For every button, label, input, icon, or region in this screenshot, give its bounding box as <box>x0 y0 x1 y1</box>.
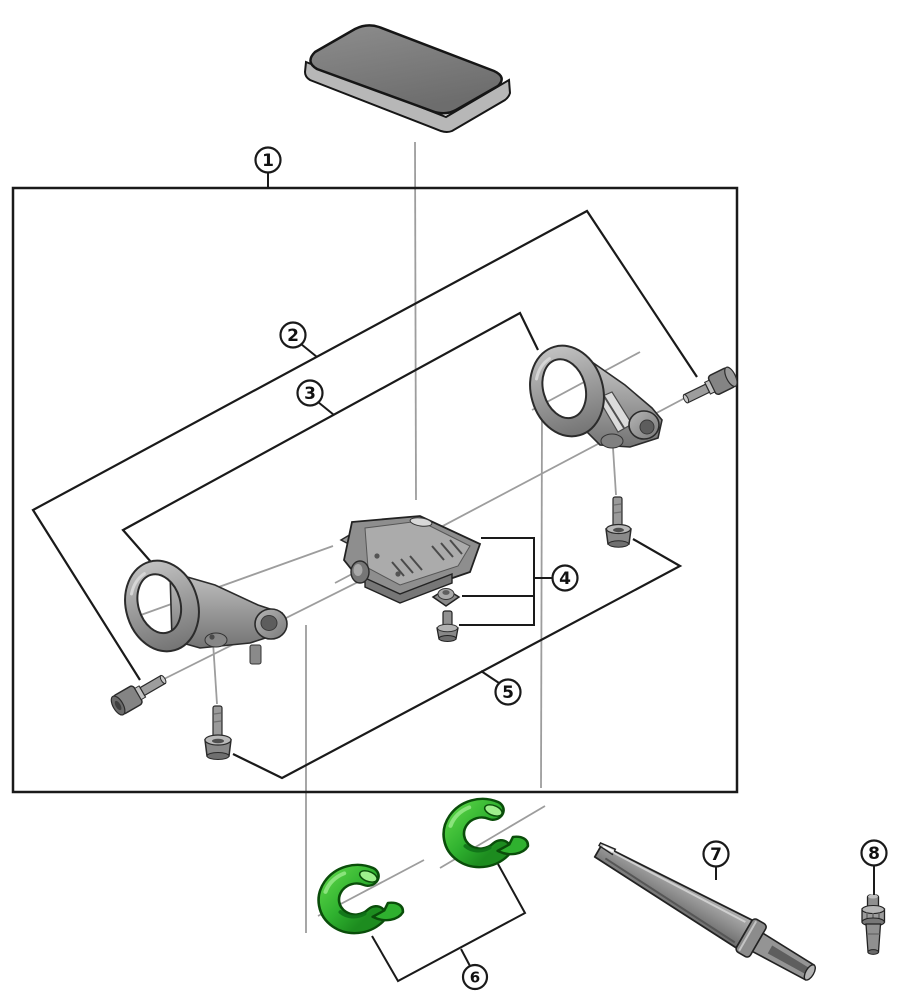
right-vertical-bolt <box>605 496 632 548</box>
callout-4: 4 <box>551 564 579 592</box>
left-band-screw-dot <box>209 634 215 640</box>
callout-1-number: 1 <box>262 151 274 171</box>
left-spacer-end-face <box>358 870 378 883</box>
left-band-boss <box>204 632 228 648</box>
pad-side-face <box>303 60 512 133</box>
band-group-outline-outer <box>31 209 698 681</box>
callout-8-number: 8 <box>868 844 880 864</box>
left-bolt-drop-line <box>212 641 218 705</box>
left-band-bolt <box>110 674 167 716</box>
leader-2 <box>300 343 318 358</box>
tire-lever-tool <box>593 842 816 981</box>
tool-nose-channel <box>767 945 812 976</box>
right-band-strut <box>603 395 625 429</box>
callout-8: 8 <box>860 839 888 867</box>
right-bolt-drop-line <box>612 447 617 496</box>
callout-1: 1 <box>254 146 282 174</box>
mount-screw <box>436 610 459 642</box>
left-band-pinch-bolt <box>249 644 262 665</box>
callout-7: 7 <box>702 840 730 868</box>
callout-3-number: 3 <box>304 384 316 404</box>
right-clamp-spacer <box>442 797 530 869</box>
band-group-outline-inner <box>121 311 539 563</box>
left-vertical-bolt <box>204 705 232 760</box>
left-band-clamp <box>124 559 288 665</box>
leader-4 <box>459 537 552 626</box>
leader-5 <box>480 670 500 684</box>
callout-bubbles: 1 2 3 4 5 6 7 8 <box>254 146 888 991</box>
left-band-ring <box>124 559 200 653</box>
bracket-front-lip <box>364 572 453 604</box>
right-band-boss <box>600 433 624 449</box>
callout-5: 5 <box>494 678 522 706</box>
bracket-screw-dot-2 <box>395 571 401 577</box>
callout-4-number: 4 <box>559 569 571 589</box>
right-spacer-tab <box>496 835 530 856</box>
pad-drop-line <box>414 141 417 501</box>
left-spacer-tab <box>371 901 405 922</box>
right-band-bolt <box>682 366 738 404</box>
callout-7-number: 7 <box>710 845 722 865</box>
callout-6: 6 <box>461 963 489 991</box>
callout-2: 2 <box>279 321 307 349</box>
leader-6 <box>371 863 527 983</box>
bracket-screw-dot-1 <box>374 553 380 559</box>
callout-5-number: 5 <box>502 683 514 703</box>
left-band-hub-hole <box>260 615 278 631</box>
bracket-slot <box>409 517 433 527</box>
callout-6-number: 6 <box>470 969 480 987</box>
right-spacer-end-face <box>483 804 503 817</box>
right-spacer-drop-line <box>540 407 543 789</box>
callout-2-number: 2 <box>287 326 299 346</box>
callout-leaders <box>267 172 875 983</box>
top-cover-pad <box>303 24 512 133</box>
left-clamp-spacer <box>317 863 405 935</box>
callout-3: 3 <box>296 379 324 407</box>
kit-group-box <box>11 186 739 794</box>
bracket-clamp-cylinder-face <box>353 564 363 576</box>
right-band-ring <box>529 344 605 438</box>
right-band-highlight <box>534 357 551 381</box>
bracket-spring-ridges <box>391 539 463 577</box>
plug-pin <box>861 894 886 955</box>
pad-top-face <box>309 24 503 115</box>
right-band-clamp <box>529 344 663 449</box>
left-band-highlight <box>129 572 146 596</box>
center-mount-bracket <box>339 515 482 604</box>
mount-nut <box>431 588 461 607</box>
leader-3 <box>317 401 335 416</box>
right-band-hub-hole <box>639 419 655 435</box>
